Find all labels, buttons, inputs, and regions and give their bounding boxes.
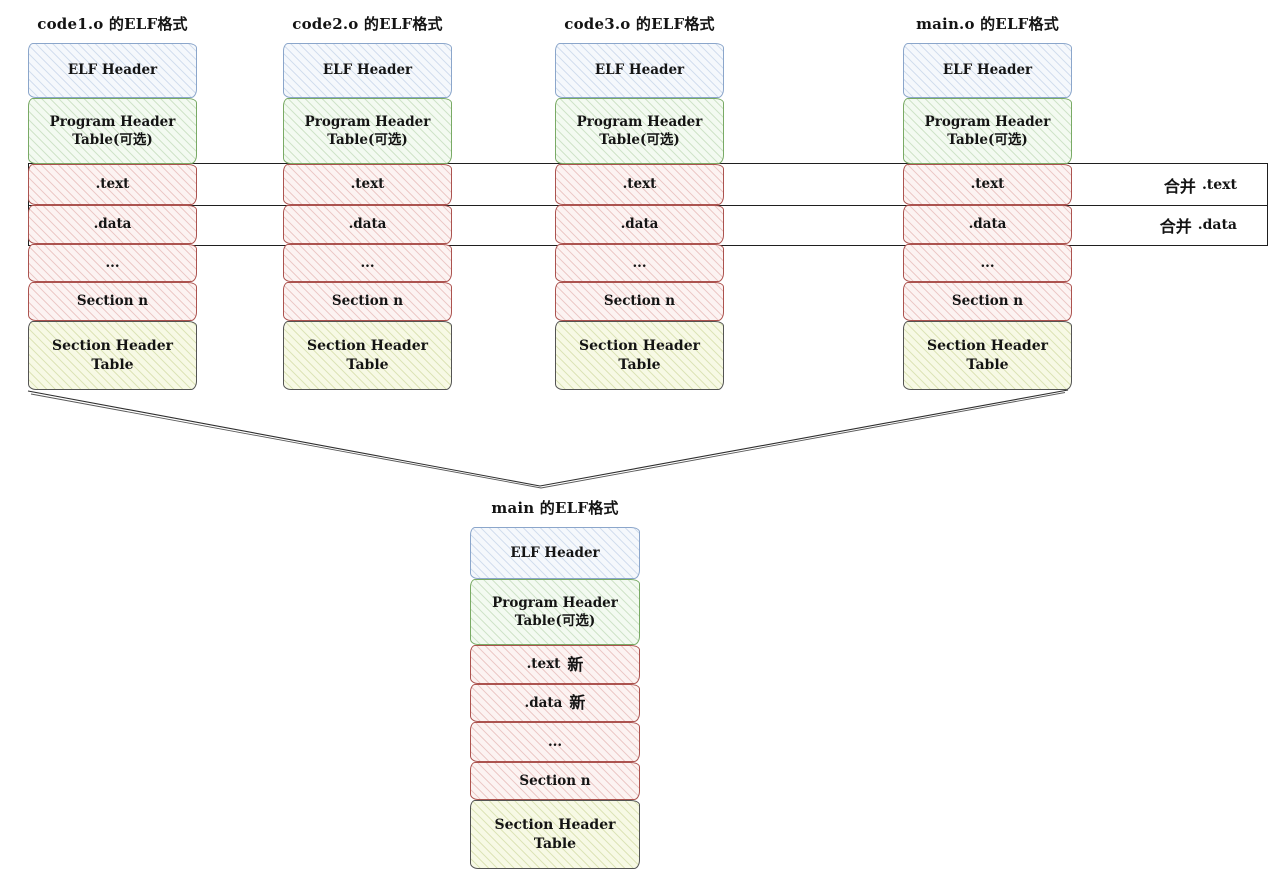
text-section-box: .text: [555, 164, 724, 205]
program-header-table-label: Program Header Table(可选): [492, 594, 618, 629]
column-title: code2.o 的ELF格式: [292, 15, 443, 33]
merge-action-label: 合并: [1159, 217, 1192, 236]
column-title: main.o 的ELF格式: [916, 15, 1059, 33]
section-header-table-label: Section Header Table: [307, 337, 428, 373]
text-section-label: .text: [970, 176, 1005, 193]
elf-header-box: ELF Header: [28, 43, 197, 98]
section-n-box: Section n: [555, 282, 724, 321]
section-n-box: Section n: [283, 282, 452, 321]
elf-header-label: ELF Header: [322, 62, 413, 79]
elf-header-box: ELF Header: [903, 43, 1072, 98]
text-section-box: .text: [903, 164, 1072, 205]
elf-header-box: ELF Header: [470, 527, 640, 579]
section-n-box: Section n: [28, 282, 197, 321]
merge-target-label: .data: [1197, 217, 1237, 233]
merge-target-label: .text: [1201, 176, 1237, 193]
merged-text-section-box: .text 新: [470, 645, 640, 684]
section-header-table-label: Section Header Table: [494, 816, 616, 852]
section-n-box: Section n: [470, 762, 640, 800]
ellipsis-box: ...: [555, 244, 724, 282]
data-section-box: .data: [28, 205, 197, 244]
ellipsis-label: ...: [980, 254, 995, 271]
section-n-label: Section n: [76, 293, 149, 310]
ellipsis-box: ...: [28, 244, 197, 282]
data-section-label: .data: [93, 216, 132, 233]
program-header-table-label: Program Header Table(可选): [576, 113, 703, 148]
ellipsis-box: ...: [470, 722, 640, 762]
section-n-label: Section n: [603, 293, 676, 310]
column-title: code1.o 的ELF格式: [37, 15, 188, 33]
elf-header-box: ELF Header: [283, 43, 452, 98]
merge-band-data-label: 合并 .data: [1160, 206, 1267, 245]
program-header-table-box: Program Header Table(可选): [28, 98, 197, 164]
section-header-table-label: Section Header Table: [927, 337, 1048, 373]
section-header-table-box: Section Header Table: [28, 321, 197, 390]
elf-header-label: ELF Header: [67, 62, 158, 79]
program-header-table-box: Program Header Table(可选): [555, 98, 724, 164]
ellipsis-box: ...: [903, 244, 1072, 282]
ellipsis-label: ...: [360, 254, 375, 271]
data-section-box: .data: [555, 205, 724, 244]
section-header-table-box: Section Header Table: [555, 321, 724, 390]
text-section-label: .text: [622, 176, 657, 193]
section-n-label: Section n: [951, 293, 1024, 310]
section-n-box: Section n: [903, 282, 1072, 321]
section-n-label: Section n: [519, 772, 591, 789]
section-header-table-label: Section Header Table: [579, 337, 700, 373]
section-n-label: Section n: [331, 293, 404, 310]
elf-header-label: ELF Header: [594, 62, 685, 79]
section-header-table-label: Section Header Table: [52, 337, 173, 373]
section-header-table-box: Section Header Table: [283, 321, 452, 390]
ellipsis-label: ...: [632, 254, 647, 271]
column-title: main 的ELF格式: [491, 499, 619, 517]
new-mark: 新: [567, 654, 584, 674]
program-header-table-label: Program Header Table(可选): [304, 113, 431, 148]
section-header-table-box: Section Header Table: [470, 800, 640, 869]
text-section-label: .text: [350, 176, 385, 193]
elf-header-label: ELF Header: [942, 62, 1033, 79]
column-title: code3.o 的ELF格式: [564, 15, 715, 33]
program-header-table-box: Program Header Table(可选): [470, 579, 640, 645]
merge-band-text-label: 合并 .text: [1164, 164, 1267, 205]
program-header-table-box: Program Header Table(可选): [903, 98, 1072, 164]
ellipsis-label: ...: [105, 254, 120, 271]
program-header-table-box: Program Header Table(可选): [283, 98, 452, 164]
merged-data-section-box: .data 新: [470, 684, 640, 722]
data-section-label: .data: [348, 216, 387, 233]
data-section-label: .data: [524, 694, 563, 711]
text-section-box: .text: [283, 164, 452, 205]
program-header-table-label: Program Header Table(可选): [49, 113, 176, 148]
ellipsis-box: ...: [283, 244, 452, 282]
text-section-label: .text: [95, 176, 130, 193]
ellipsis-label: ...: [547, 733, 563, 750]
data-section-label: .data: [968, 216, 1007, 233]
new-mark: 新: [569, 693, 586, 713]
program-header-table-label: Program Header Table(可选): [924, 113, 1051, 148]
elf-header-box: ELF Header: [555, 43, 724, 98]
merge-action-label: 合并: [1163, 176, 1196, 196]
data-section-box: .data: [903, 205, 1072, 244]
text-section-label: .text: [526, 656, 561, 673]
text-section-box: .text: [28, 164, 197, 205]
elf-header-label: ELF Header: [510, 544, 600, 561]
data-section-label: .data: [620, 216, 659, 233]
data-section-box: .data: [283, 205, 452, 244]
section-header-table-box: Section Header Table: [903, 321, 1072, 390]
